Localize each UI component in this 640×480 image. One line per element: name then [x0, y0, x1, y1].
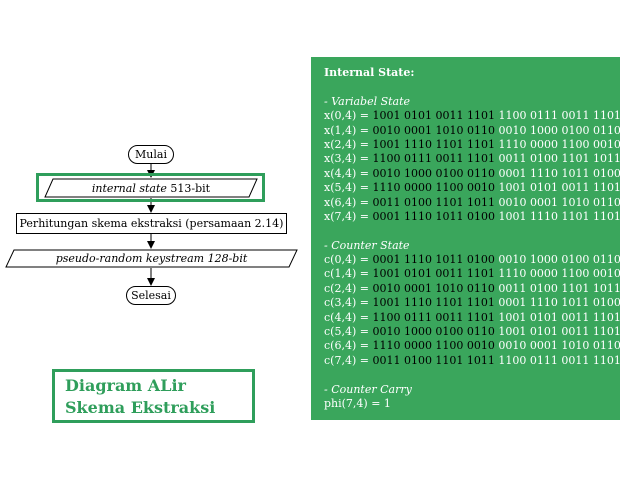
counter-state-list: c(0,4) = 0001 1110 1011 0100 0010 1000 0…	[324, 253, 621, 368]
row-bits-low: 0001 1110 1011 0100	[498, 296, 621, 310]
row-label: x(1,4) =	[324, 123, 373, 137]
row-bits-high: 1110 0000 1100 0010	[372, 181, 495, 195]
row-bits-high: 0011 0100 1101 1011	[372, 353, 495, 367]
row-bits-low: 0001 1110 1011 0100	[498, 166, 621, 180]
row-bits-high: 0010 1000 0100 0110	[372, 325, 495, 339]
row-bits-low: 1100 0111 0011 1101	[498, 109, 621, 123]
row-label: c(1,4) =	[324, 267, 373, 281]
counter-state-row: c(6,4) = 1110 0000 1100 0010 0010 0001 1…	[324, 339, 621, 353]
counter-carry-value: phi(7,4) = 1	[324, 396, 391, 410]
row-label: c(0,4) =	[324, 253, 373, 267]
input-parallelogram-shape	[44, 178, 258, 198]
variabel-state-row: x(6,4) = 0011 0100 1101 1011 0010 0001 1…	[324, 195, 621, 210]
row-bits-high: 1110 0000 1100 0010	[372, 339, 495, 353]
row-label: x(5,4) =	[324, 181, 373, 195]
row-bits-high: 0010 1000 0100 0110	[372, 166, 495, 180]
counter-state-row: c(1,4) = 1001 0101 0011 1101 1110 0000 1…	[324, 267, 621, 281]
row-label: c(4,4) =	[324, 310, 373, 324]
row-bits-high: 0001 1110 1011 0100	[372, 209, 495, 223]
row-bits-low: 0010 0001 1010 0110	[498, 339, 621, 353]
variabel-state-heading: - Variabel State	[324, 94, 411, 108]
variabel-state-row: x(0,4) = 1001 0101 0011 1101 1100 0111 0…	[324, 109, 621, 123]
row-bits-low: 0010 0001 1010 0110	[498, 195, 621, 209]
counter-state-row: c(2,4) = 0010 0001 1010 0110 0011 0100 1…	[324, 281, 621, 296]
row-bits-low: 1001 0101 0011 1101	[498, 310, 621, 324]
row-bits-high: 1100 0111 0011 1101	[372, 152, 495, 166]
counter-state-heading: - Counter State	[324, 238, 410, 252]
panel-heading: Internal State:	[324, 66, 415, 79]
output-label: pseudo-random keystream 128-bit	[55, 252, 248, 265]
row-bits-high: 1001 0101 0011 1101	[372, 267, 495, 281]
row-bits-high: 1001 1110 1101 1101	[372, 296, 495, 310]
flowchart-start-node: Mulai	[128, 145, 174, 164]
counter-state-row: c(7,4) = 0011 0100 1101 1011 1100 0111 0…	[324, 353, 621, 368]
row-bits-high: 1001 1110 1101 1101	[372, 137, 495, 151]
row-bits-low: 0011 0100 1101 1011	[498, 152, 621, 166]
row-label: x(7,4) =	[324, 209, 373, 223]
variabel-state-row: x(4,4) = 0010 1000 0100 0110 0001 1110 1…	[324, 166, 621, 181]
variabel-state-row: x(7,4) = 0001 1110 1011 0100 1001 1110 1…	[324, 209, 621, 224]
variabel-state-row: x(3,4) = 1100 0111 0011 1101 0011 0100 1…	[324, 152, 621, 166]
row-bits-low: 1110 0000 1100 0010	[498, 137, 621, 151]
row-bits-low: 0011 0100 1101 1011	[498, 281, 621, 295]
flowchart-end-node: Selesai	[126, 286, 176, 305]
row-label: c(5,4) =	[324, 325, 373, 339]
variabel-state-row: x(2,4) = 1001 1110 1101 1101 1110 0000 1…	[324, 137, 621, 152]
end-label: Selesai	[131, 289, 171, 302]
internal-state-highlight	[36, 173, 265, 202]
diagram-title-box: Diagram ALir Skema Ekstraksi	[52, 369, 255, 423]
row-label: x(3,4) =	[324, 152, 373, 166]
row-bits-high: 1001 0101 0011 1101	[372, 109, 495, 123]
input-label-rest: 513-bit	[166, 181, 211, 195]
variabel-state-list: x(0,4) = 1001 0101 0011 1101 1100 0111 0…	[324, 109, 621, 224]
diagram-title-line1: Diagram ALir	[65, 376, 186, 395]
flowchart-output-node: pseudo-random keystream 128-bit	[6, 250, 297, 267]
process-label: Perhitungan skema ekstraksi (persamaan 2…	[19, 217, 284, 230]
counter-state-row: c(5,4) = 0010 1000 0100 0110 1001 0101 0…	[324, 325, 621, 339]
start-label: Mulai	[135, 148, 167, 161]
counter-state-row: c(0,4) = 0001 1110 1011 0100 0010 1000 0…	[324, 253, 621, 267]
row-label: c(3,4) =	[324, 296, 373, 310]
row-bits-high: 0011 0100 1101 1011	[372, 195, 495, 209]
row-bits-high: 0001 1110 1011 0100	[372, 253, 495, 267]
row-label: x(6,4) =	[324, 195, 373, 209]
row-label: c(7,4) =	[324, 353, 373, 367]
variabel-state-row: x(5,4) = 1110 0000 1100 0010 1001 0101 0…	[324, 181, 621, 195]
row-bits-low: 1001 0101 0011 1101	[498, 181, 621, 195]
row-bits-high: 0010 0001 1010 0110	[372, 123, 495, 137]
row-bits-low: 1100 0111 0011 1101	[498, 353, 621, 367]
flowchart-process-node: Perhitungan skema ekstraksi (persamaan 2…	[16, 213, 287, 234]
counter-state-row: c(3,4) = 1001 1110 1101 1101 0001 1110 1…	[324, 296, 621, 310]
row-label: x(2,4) =	[324, 137, 373, 151]
counter-carry-heading: - Counter Carry	[324, 382, 412, 396]
row-bits-low: 1001 0101 0011 1101	[498, 325, 621, 339]
row-bits-low: 0010 1000 0100 0110	[498, 123, 621, 137]
row-bits-low: 1110 0000 1100 0010	[498, 267, 621, 281]
row-bits-low: 1001 1110 1101 1101	[498, 209, 621, 223]
internal-state-panel: Internal State: - Variabel State x(0,4) …	[311, 57, 621, 420]
row-label: c(2,4) =	[324, 281, 373, 295]
row-bits-high: 1100 0111 0011 1101	[372, 310, 495, 324]
row-label: c(6,4) =	[324, 339, 373, 353]
variabel-state-row: x(1,4) = 0010 0001 1010 0110 0010 1000 0…	[324, 123, 621, 138]
diagram-title-line2: Skema Ekstraksi	[65, 398, 216, 417]
row-label: x(4,4) =	[324, 166, 373, 180]
row-bits-high: 0010 0001 1010 0110	[372, 281, 495, 295]
output-parallelogram-shape	[5, 249, 298, 268]
counter-state-row: c(4,4) = 1100 0111 0011 1101 1001 0101 0…	[324, 310, 621, 325]
row-label: x(0,4) =	[324, 109, 373, 123]
row-bits-low: 0010 1000 0100 0110	[498, 253, 621, 267]
input-label-italic: internal state	[91, 181, 167, 195]
flowchart-input-node: internal state 513-bit	[45, 179, 257, 197]
